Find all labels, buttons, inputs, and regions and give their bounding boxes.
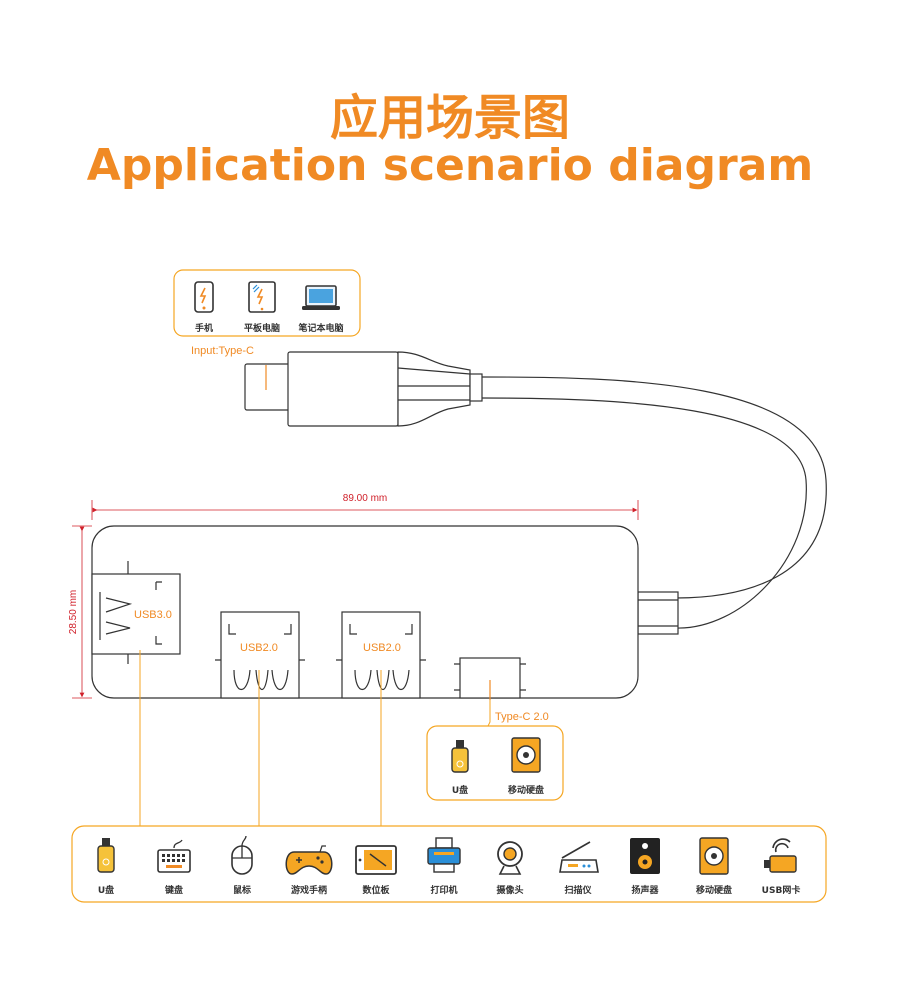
typec-device-label: U盘 xyxy=(452,784,468,796)
width-dimension: 89.00 mm xyxy=(91,493,639,520)
usb2-port-a xyxy=(215,611,305,699)
typec-label: Type-C 2.0 xyxy=(495,711,549,723)
bottom-device-label: 扬声器 xyxy=(631,884,659,896)
usb3-port xyxy=(91,561,181,664)
wifi-adapter-icon xyxy=(764,838,797,873)
input-device-label: 笔记本电脑 xyxy=(298,322,343,334)
bottom-device-label: 键盘 xyxy=(164,884,183,896)
scanner-icon xyxy=(559,841,599,873)
input-devices-box: 手机 平板电脑 笔记本电脑 xyxy=(173,269,361,337)
usb2-label-a: USB2.0 xyxy=(240,642,278,654)
bottom-device-label: 摄像头 xyxy=(496,884,523,896)
phone-icon xyxy=(194,281,214,313)
bottom-device-label: 游戏手柄 xyxy=(291,884,327,896)
title-chinese: 应用场景图 xyxy=(329,90,570,146)
printer-icon xyxy=(427,837,461,873)
input-device-label: 平板电脑 xyxy=(244,322,280,334)
typec-cable xyxy=(244,351,827,635)
keyboard-icon xyxy=(157,839,191,873)
laptop-icon xyxy=(302,285,340,310)
hub-body xyxy=(91,525,639,700)
tablet-icon xyxy=(248,281,276,313)
connector-lines xyxy=(139,650,491,826)
bottom-device-label: 打印机 xyxy=(430,884,457,896)
title-english: Application scenario diagram xyxy=(86,140,814,191)
bottom-device-label: 鼠标 xyxy=(233,884,251,896)
webcam-icon xyxy=(497,841,523,875)
bottom-device-label: 移动硬盘 xyxy=(696,884,732,896)
typec-devices-box: U盘 移动硬盘 xyxy=(426,725,564,801)
usb-drive-icon xyxy=(97,838,115,873)
height-dimension: 28.50 mm xyxy=(68,525,92,699)
typec-port xyxy=(454,657,526,700)
typec-device-label: 移动硬盘 xyxy=(508,784,544,796)
usb2-label-b: USB2.0 xyxy=(363,642,401,654)
drawing-tablet-icon xyxy=(355,845,397,875)
width-label: 89.00 mm xyxy=(343,493,387,504)
bottom-devices-box: U盘 键盘 鼠标 游戏手柄 数位板 打印机 摄像头 扫描仪 扬声器 移动硬盘 U… xyxy=(71,825,827,903)
bottom-device-label: 数位板 xyxy=(362,884,390,896)
bottom-device-label: 扫描仪 xyxy=(564,884,592,896)
hard-drive-icon xyxy=(699,837,729,875)
bottom-device-label: USB网卡 xyxy=(762,884,801,896)
height-label: 28.50 mm xyxy=(68,590,79,634)
usb3-label: USB3.0 xyxy=(134,609,172,621)
input-device-label: 手机 xyxy=(195,322,213,334)
gamepad-icon xyxy=(285,845,333,875)
speaker-icon xyxy=(630,838,660,874)
hard-drive-icon xyxy=(511,737,541,773)
mouse-icon xyxy=(231,835,253,875)
bottom-device-label: U盘 xyxy=(98,884,114,896)
usb-drive-icon xyxy=(451,740,469,773)
input-port-label: Input:Type-C xyxy=(191,345,254,357)
